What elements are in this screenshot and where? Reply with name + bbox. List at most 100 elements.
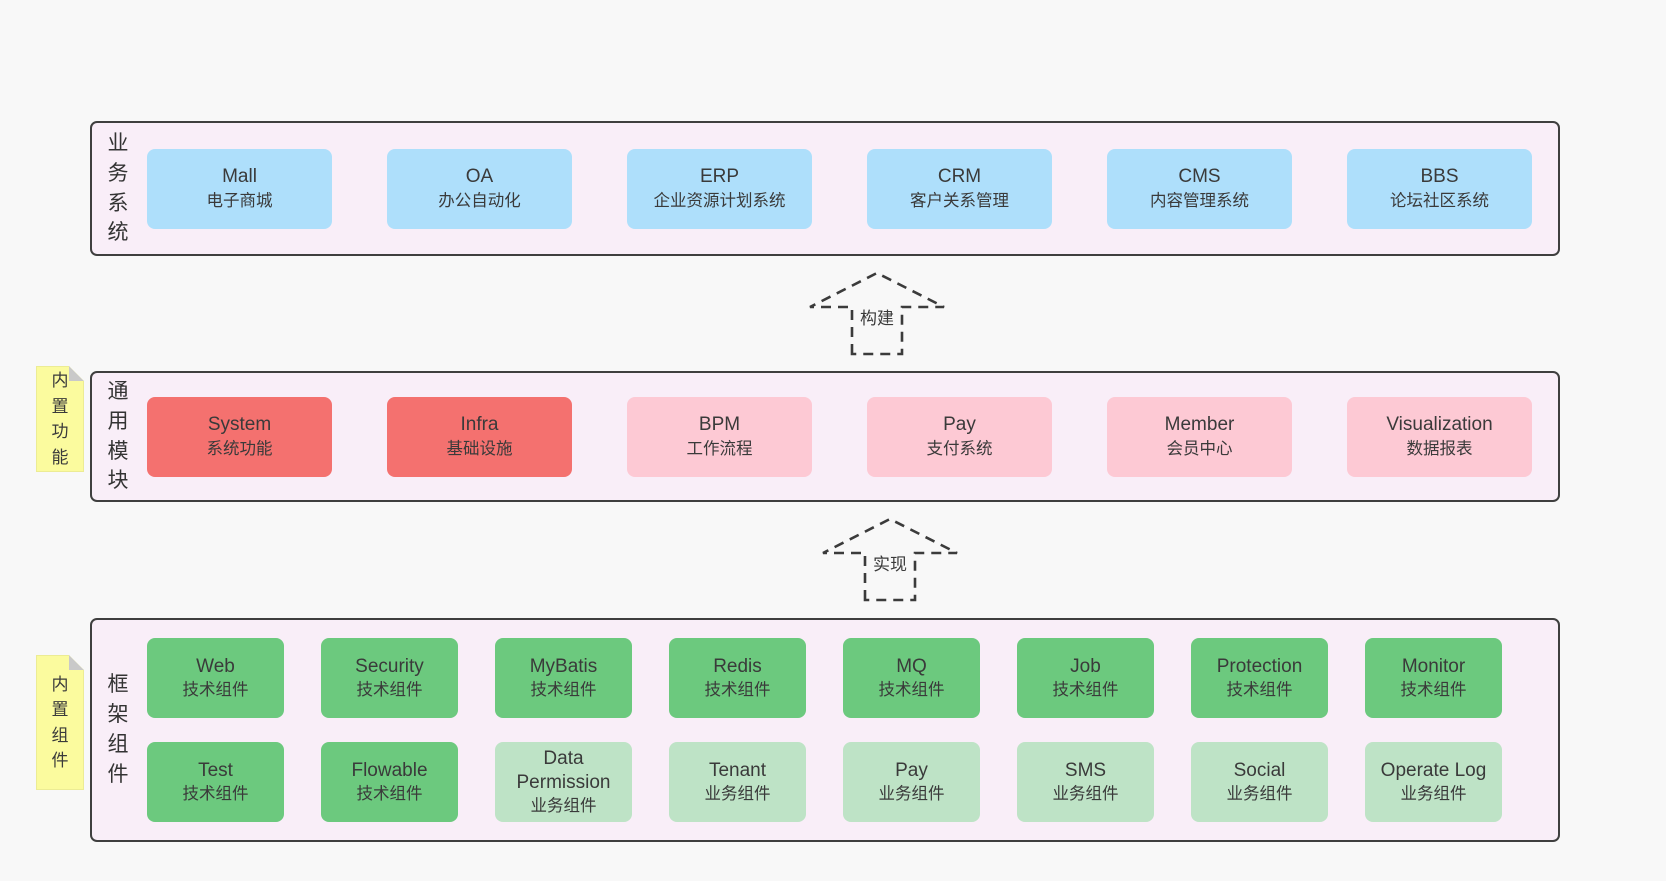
band-label-common-modules: 通用模块 [107,379,129,493]
dashed-up-arrow-icon [809,271,945,356]
box-subtitle: 业务组件 [530,797,597,816]
box-subtitle: 技术组件 [878,681,945,700]
band-common-modules: 通用模块 System 系统功能 Infra 基础设施 BPM 工作流程 Pay 支付系统 Me… [90,371,1560,502]
box-visualization: Visualization 数据报表 [1347,396,1532,477]
box-subtitle: 电子商城 [206,191,273,210]
box-name: Protection [1216,655,1303,677]
dashed-up-arrow-icon [822,517,958,602]
box-mybatis: MyBatis 技术组件 [495,638,632,718]
box-subtitle: 技术组件 [356,785,423,804]
box-subtitle: 会员中心 [1166,439,1233,458]
box-monitor: Monitor 技术组件 [1365,638,1502,718]
box-name: System [207,414,272,436]
box-subtitle: 数据报表 [1406,439,1473,458]
component-row: System 系统功能 Infra 基础设施 BPM 工作流程 Pay 支付系统 Member 会… [147,396,1532,477]
box-social: Social 业务组件 [1191,742,1328,822]
box-subtitle: 技术组件 [704,681,771,700]
box-subtitle: 业务组件 [1052,785,1119,804]
box-name: CRM [937,166,982,188]
box-subtitle: 工作流程 [686,439,753,458]
box-name: Test [198,759,233,781]
box-subtitle: 业务组件 [1400,785,1467,804]
box-redis: Redis 技术组件 [669,638,806,718]
box-name: Web [196,655,235,677]
box-subtitle: 支付系统 [926,439,993,458]
box-subtitle: 业务组件 [878,785,945,804]
box-subtitle: 系统功能 [206,439,273,458]
box-subtitle: 业务组件 [1226,785,1293,804]
box-name: Redis [713,655,762,677]
box-name: Member [1164,414,1235,436]
box-web: Web 技术组件 [147,638,284,718]
sticky-note-builtin-features: 内置功能 [36,366,84,472]
box-subtitle: 技术组件 [1400,681,1467,700]
box-name: BBS [1420,166,1459,188]
folded-corner-icon [69,655,84,670]
component-row: Test 技术组件 Flowable 技术组件 Data Permission 业务组件 T… [147,742,1502,822]
box-subtitle: 基础设施 [446,439,513,458]
box-pay: Pay 支付系统 [867,396,1052,477]
box-pay: Pay 业务组件 [843,742,980,822]
box-cms: CMS 内容管理系统 [1107,148,1292,229]
box-name: Tenant [708,759,767,781]
box-name: Social [1233,759,1286,781]
box-flowable: Flowable 技术组件 [321,742,458,822]
box-mq: MQ 技术组件 [843,638,980,718]
box-subtitle: 论坛社区系统 [1390,191,1489,210]
box-name: Flowable [351,759,428,781]
sticky-note-text: 内置组件 [51,674,69,770]
box-name: SMS [1064,759,1107,781]
sticky-note-text: 内置功能 [51,371,69,467]
arrow-build-label: 构建 [858,307,896,332]
box-bbs: BBS 论坛社区系统 [1347,148,1532,229]
box-subtitle: 内容管理系统 [1150,191,1249,210]
box-data-permission: Data Permission 业务组件 [495,742,632,822]
box-name: Security [355,655,424,677]
box-name: Pay [895,759,928,781]
band-label-framework-components: 框架组件 [107,673,129,786]
box-system: System 系统功能 [147,396,332,477]
box-member: Member 会员中心 [1107,396,1292,477]
box-name: Infra [460,414,499,436]
box-name: MyBatis [529,655,598,677]
box-name: Operate Log [1380,759,1487,781]
box-name: Visualization [1386,414,1493,436]
box-subtitle: 业务组件 [704,785,771,804]
box-subtitle: 技术组件 [182,681,249,700]
box-subtitle: 技术组件 [356,681,423,700]
box-name: MQ [896,655,927,677]
box-name: Data Permission [516,747,611,793]
band-label-business-systems: 业务系统 [107,131,129,245]
band-common-modules-boxes: System 系统功能 Infra 基础设施 BPM 工作流程 Pay 支付系统 Member 会… [147,396,1532,477]
box-test: Test 技术组件 [147,742,284,822]
box-name: Mall [222,166,257,188]
box-operate-log: Operate Log 业务组件 [1365,742,1502,822]
arrow-implement: 实现 [820,516,960,602]
box-subtitle: 办公自动化 [438,191,521,210]
box-subtitle: 技术组件 [182,785,249,804]
box-security: Security 技术组件 [321,638,458,718]
box-name: Pay [943,414,976,436]
arrow-build: 构建 [807,270,947,356]
box-name: Monitor [1401,655,1466,677]
box-subtitle: 企业资源计划系统 [653,191,786,210]
box-bpm: BPM 工作流程 [627,396,812,477]
box-subtitle: 客户关系管理 [910,191,1009,210]
box-name: CMS [1178,166,1221,188]
box-mall: Mall 电子商城 [147,148,332,229]
arrow-implement-label: 实现 [871,553,909,578]
folded-corner-icon [69,366,84,381]
box-name: BPM [698,414,741,436]
box-subtitle: 技术组件 [530,681,597,700]
box-name: ERP [699,166,740,188]
